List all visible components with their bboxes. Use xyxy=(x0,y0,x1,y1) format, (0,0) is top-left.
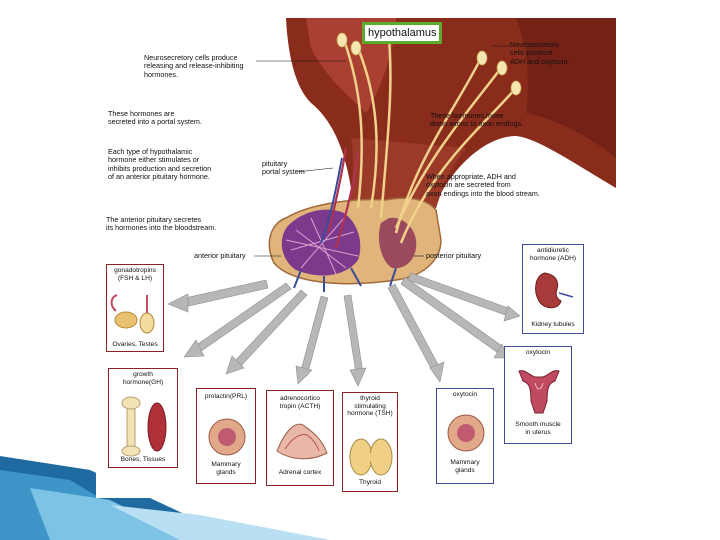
hormone-label: oxytocin xyxy=(452,391,478,398)
hormone-label: thyroid stimulating hormone (TSH) xyxy=(347,395,393,418)
move-down-text: These hormones move down axons to axon e… xyxy=(430,111,524,129)
organ-label: Bones, Tissues xyxy=(120,456,166,463)
endocrine-diagram: hypothalamus Neurosecretory cells produc… xyxy=(96,18,616,498)
target-box-growth-hormone: growth hormone(GH) Bones, Tissues xyxy=(108,368,178,468)
diagram-graphics xyxy=(167,18,616,387)
organ-label: Mammary glands xyxy=(211,461,241,476)
target-box-acth: adrenocortico tropin (ACTH) Adrenal cort… xyxy=(266,390,334,486)
neurosecretory-right-text: Neurosecretory cells produce ADH and oxy… xyxy=(510,40,570,66)
hormone-label: growth hormone(GH) xyxy=(122,371,164,386)
target-box-prolactin: prolactin(PRL) Mammary glands xyxy=(196,388,256,484)
hormone-label: adrenocortico tropin (ACTH) xyxy=(279,395,321,410)
organ-label: Mammary glands xyxy=(450,459,480,474)
portal-system-label: pituitary portal system xyxy=(262,159,305,177)
posterior-pituitary-label: posterior pituitary xyxy=(426,251,482,260)
uterus-illustration xyxy=(518,370,560,414)
thyroid-illustration xyxy=(349,438,393,476)
organ-label: Ovaries, Testes xyxy=(112,341,158,348)
organ-label: Adrenal cortex xyxy=(278,469,322,476)
target-box-oxytocin-mammary: oxytocin Mammary glands xyxy=(436,388,494,484)
hormone-label: oxytocin xyxy=(525,349,551,356)
ovaries-testes-illustration xyxy=(110,294,155,334)
hypothalamus-label: hypothalamus xyxy=(362,22,442,44)
mammary-illustration xyxy=(208,418,246,456)
target-box-adh: antidiuretic hormone (ADH) Kidney tubule… xyxy=(522,244,584,334)
when-appropriate-text: When appropriate, ADH and oxytocin are s… xyxy=(426,172,540,198)
portal-system-text: These hormones are secreted into a porta… xyxy=(108,109,202,127)
hormone-label: antidiuretic hormone (ADH) xyxy=(529,247,577,262)
each-type-text: Each type of hypothalamic hormone either… xyxy=(108,147,212,182)
mammary-illustration xyxy=(447,414,485,452)
anterior-pituitary-label: anterior pituitary xyxy=(194,251,246,260)
target-box-gonadotropins: gonadotropins (FSH & LH) Ovaries, Testes xyxy=(106,264,164,352)
organ-label: Smooth muscle in uterus xyxy=(515,421,561,436)
organ-label: Thyroid xyxy=(359,479,381,486)
neurosecretory-left-text: Neurosecretory cells produce releasing a… xyxy=(144,53,244,79)
hormone-label: prolactin(PRL) xyxy=(204,393,248,400)
target-box-oxytocin-uterus: oxytocin Smooth muscle in uterus xyxy=(504,346,572,444)
target-box-tsh: thyroid stimulating hormone (TSH) Thyroi… xyxy=(342,392,398,492)
organ-label: Kidney tubules xyxy=(531,321,575,328)
adrenal-illustration xyxy=(276,423,328,460)
kidney-illustration xyxy=(535,272,574,309)
bones-tissues-illustration xyxy=(121,396,167,457)
anterior-secretes-text: The anterior pituitary secretes its horm… xyxy=(106,215,217,233)
hormone-label: gonadotropins (FSH & LH) xyxy=(114,267,156,282)
